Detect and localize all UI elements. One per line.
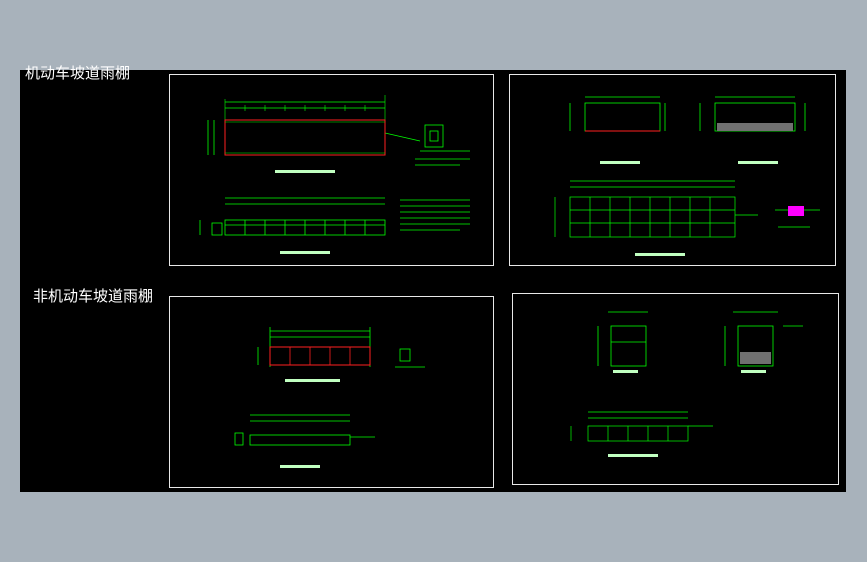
- cad-drawing-nonmotor-sections: [570, 311, 803, 457]
- drawing-sheet-nonmotor-plan[interactable]: [169, 296, 494, 488]
- drawing-sheet-motor-plan[interactable]: [169, 74, 494, 266]
- cad-drawing-motor-sections: [554, 96, 820, 256]
- section-title-nonmotor-ramp: 非机动车坡道雨棚: [33, 287, 154, 305]
- drawing-sheet-nonmotor-sections[interactable]: [512, 293, 839, 485]
- cad-drawing-motor-plan: [199, 95, 470, 254]
- cad-drawing-nonmotor-plan: [234, 327, 425, 468]
- section-title-motor-ramp: 机动车坡道雨棚: [25, 64, 131, 82]
- drawing-sheet-motor-sections[interactable]: [509, 74, 836, 266]
